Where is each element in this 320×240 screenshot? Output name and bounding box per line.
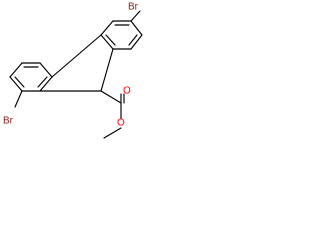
- bond-right-ring-6: [100, 34, 114, 50]
- molecule-structure: Br Br O O: [3, 2, 143, 139]
- bond-ester-o-to-methyl: [103, 127, 122, 139]
- bond-left-ring-3: [39, 76, 53, 92]
- bond-five-ring-right: [100, 48, 114, 92]
- bond-left-ring-2: [39, 62, 53, 78]
- bond-right-ring-double-2: [128, 34, 138, 46]
- bond-left-ring-5: [9, 76, 23, 92]
- bromine-top-label: Br: [128, 2, 139, 13]
- ester-oxygen-label: O: [117, 118, 125, 129]
- bond-to-bottom-bromine: [14, 90, 23, 108]
- bond-to-top-bromine: [130, 10, 141, 22]
- bond-left-ring-6: [9, 62, 23, 78]
- bond-right-ring-3: [130, 20, 143, 36]
- bond-left-ring-double-3: [14, 76, 25, 88]
- bromine-bottom-label: Br: [3, 116, 14, 127]
- bond-five-ring-top: [51, 34, 102, 78]
- bond-right-ring-1: [100, 20, 114, 36]
- carbonyl-oxygen-label: O: [123, 86, 131, 97]
- bond-left-ring-double-2: [37, 76, 48, 88]
- bond-right-ring-4: [130, 34, 143, 50]
- bond-right-ring-double-3: [105, 34, 116, 46]
- bond-ring-to-carbonyl: [100, 90, 122, 104]
- molecule-canvas: Br Br O O: [0, 0, 150, 150]
